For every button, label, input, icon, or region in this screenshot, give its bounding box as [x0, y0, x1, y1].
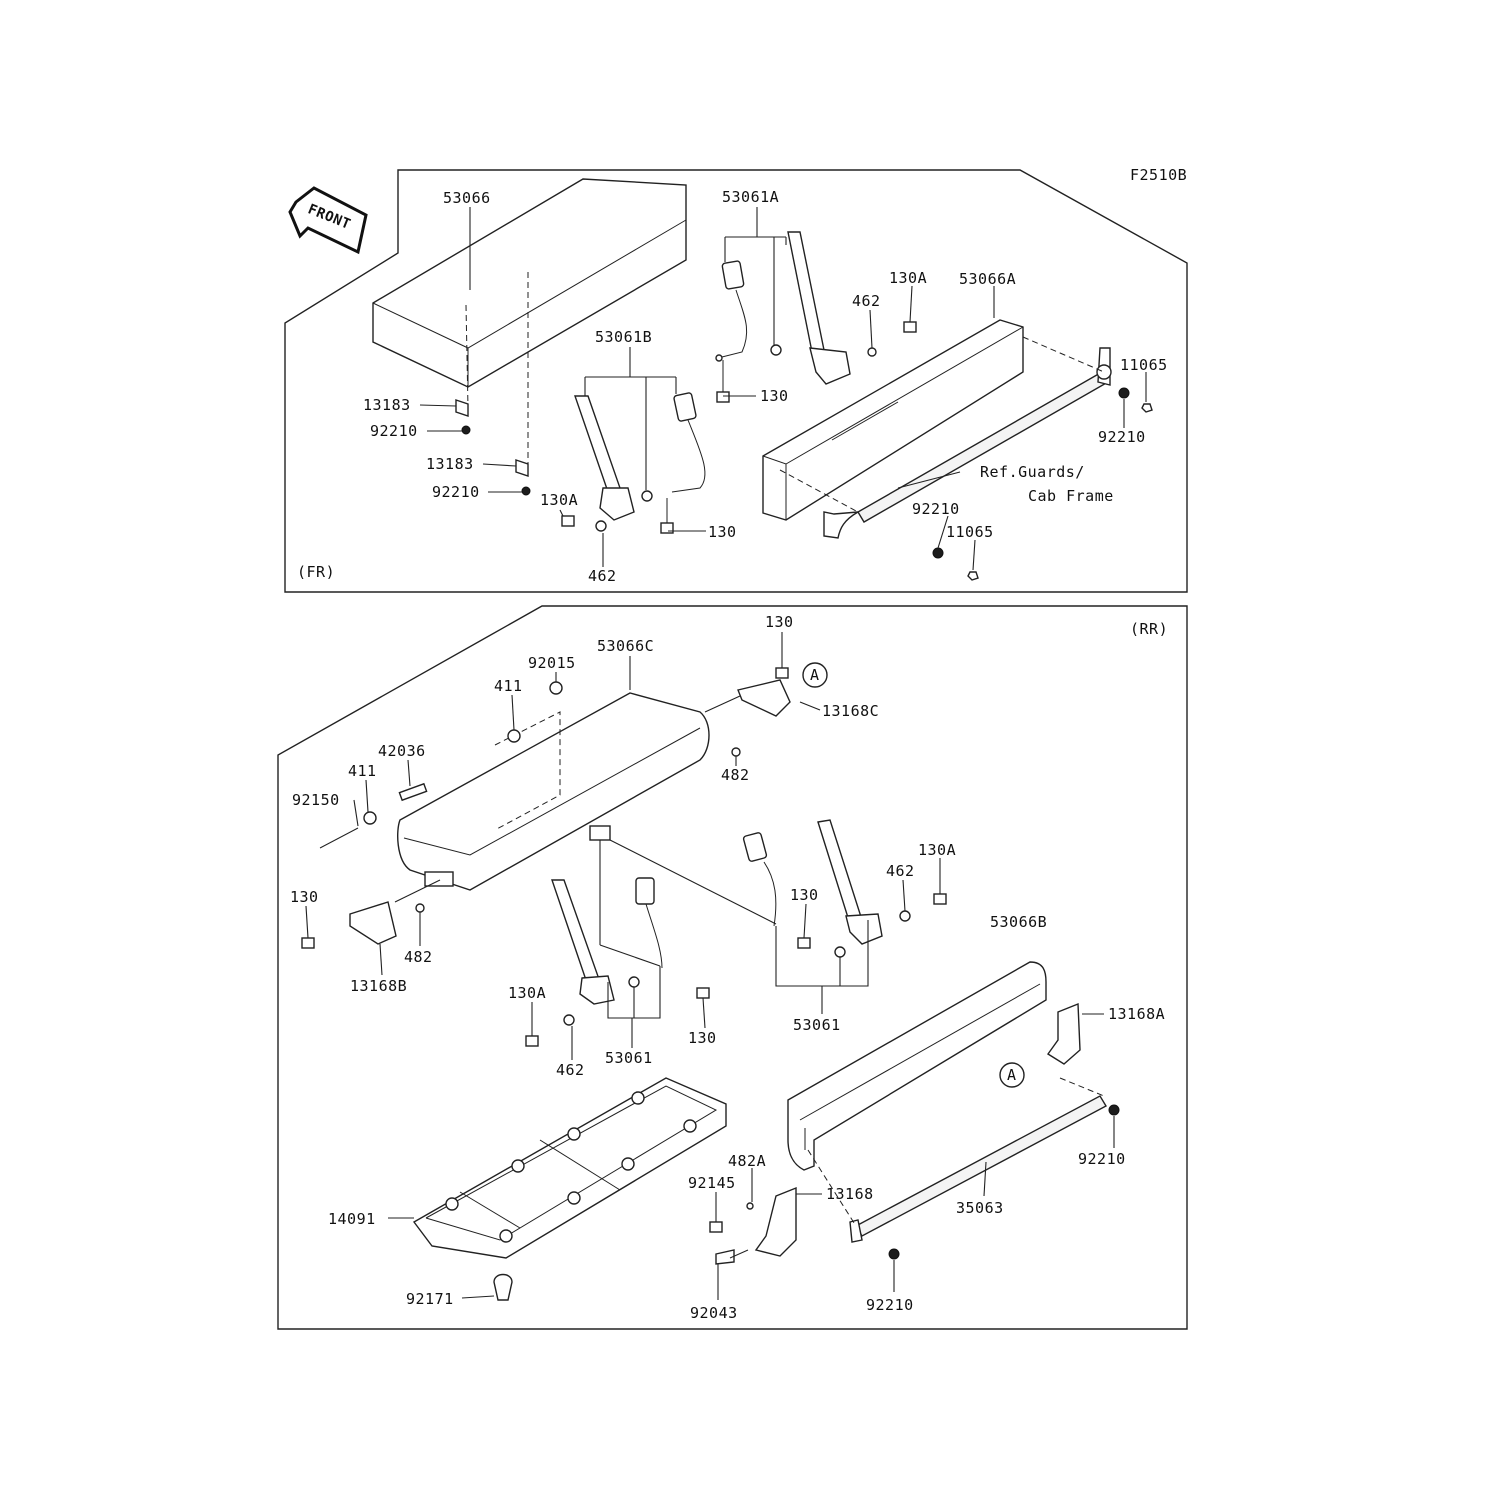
label-53061B: 53061B: [595, 328, 652, 346]
label-92145: 92145: [688, 1174, 736, 1192]
label-130-low: 130: [688, 1029, 717, 1047]
label-130A-top: 130A: [889, 269, 927, 287]
rear-backrest: [787, 961, 1047, 1171]
rear-leader-lines: [305, 632, 1115, 1300]
label-92150: 92150: [292, 791, 340, 809]
front-left-seatbelt: [574, 392, 706, 534]
front-hardware: [455, 321, 1153, 581]
label-53066C: 53066C: [597, 637, 654, 655]
label-92210-low: 92210: [866, 1296, 914, 1314]
label-482A: 482A: [728, 1152, 766, 1170]
label-462-top: 462: [852, 292, 881, 310]
label-53061-right: 53061: [793, 1016, 841, 1034]
label-53066B: 53066B: [990, 913, 1047, 931]
label-130-top: 130: [765, 613, 794, 631]
label-462-low: 462: [588, 567, 617, 585]
rear-right-seatbelt: [742, 819, 947, 958]
front-leader-lines: [419, 207, 1147, 571]
rear-brackets: A: [709, 1002, 1120, 1265]
front-part-labels: 53066 53061A 130A 53066A 462 11065 92210…: [363, 188, 1168, 585]
label-92171: 92171: [406, 1290, 454, 1308]
front-panel-border: [284, 169, 1188, 593]
label-13168A: 13168A: [1108, 1005, 1165, 1023]
rear-floor-mat: [412, 1077, 727, 1301]
label-482-left: 482: [404, 948, 433, 966]
front-backrest: [762, 319, 1024, 521]
label-35063: 35063: [956, 1199, 1004, 1217]
rear-guard-tube: [807, 1077, 1107, 1243]
label-462: 462: [886, 862, 915, 880]
front-guard-tube: [779, 336, 1112, 539]
label-13168C: 13168C: [822, 702, 879, 720]
rear-part-labels: 130 53066C 92015 411 13168C 42036 411 92…: [290, 613, 1165, 1322]
label-130-low: 130: [708, 523, 737, 541]
label-53066A: 53066A: [959, 270, 1016, 288]
label-92210-right: 92210: [1098, 428, 1146, 446]
label-11065-right: 11065: [1120, 356, 1168, 374]
label-130-upper: 130: [760, 387, 789, 405]
front-arrow-icon: FRONT: [288, 186, 368, 255]
label-482-top: 482: [721, 766, 750, 784]
rear-left-seatbelt: [525, 877, 710, 1047]
figure-code: F2510B: [1130, 166, 1187, 184]
rear-mount-hardware: [301, 667, 791, 949]
label-92043: 92043: [690, 1304, 738, 1322]
callout-a-lower-letter: A: [1007, 1066, 1017, 1084]
label-53061-left: 53061: [605, 1049, 653, 1067]
label-42036: 42036: [378, 742, 426, 760]
label-13183-b: 13183: [426, 455, 474, 473]
label-92210-right: 92210: [1078, 1150, 1126, 1168]
label-53061A: 53061A: [722, 188, 779, 206]
label-92015: 92015: [528, 654, 576, 672]
label-411-a: 411: [494, 677, 523, 695]
label-13168: 13168: [826, 1185, 874, 1203]
label-462-low: 462: [556, 1061, 585, 1079]
callout-a-upper: A: [802, 662, 828, 688]
ref-note-line-1: Ref.Guards/: [980, 463, 1085, 481]
front-right-seatbelt: [715, 231, 851, 403]
label-130A-low: 130A: [540, 491, 578, 509]
label-53066: 53066: [443, 189, 491, 207]
ref-note-line-2: Cab Frame: [1028, 487, 1114, 505]
label-92210-a: 92210: [370, 422, 418, 440]
label-11065-mid: 11065: [946, 523, 994, 541]
rear-section-label: (RR): [1130, 620, 1168, 638]
label-13183-a: 13183: [363, 396, 411, 414]
rear-seat-cushion: [397, 692, 710, 891]
callout-a-upper-letter: A: [810, 666, 820, 684]
label-130A-low: 130A: [508, 984, 546, 1002]
label-411-b: 411: [348, 762, 377, 780]
label-130A: 130A: [918, 841, 956, 859]
rear-panel-border: [277, 605, 1188, 1330]
label-92210-mid: 92210: [912, 500, 960, 518]
label-14091: 14091: [328, 1210, 376, 1228]
front-seat-cushion: [372, 178, 687, 468]
label-130-left: 130: [290, 888, 319, 906]
label-130-mid: 130: [790, 886, 819, 904]
label-92210-b: 92210: [432, 483, 480, 501]
front-section-label: (FR): [297, 563, 335, 581]
label-13168B: 13168B: [350, 977, 407, 995]
